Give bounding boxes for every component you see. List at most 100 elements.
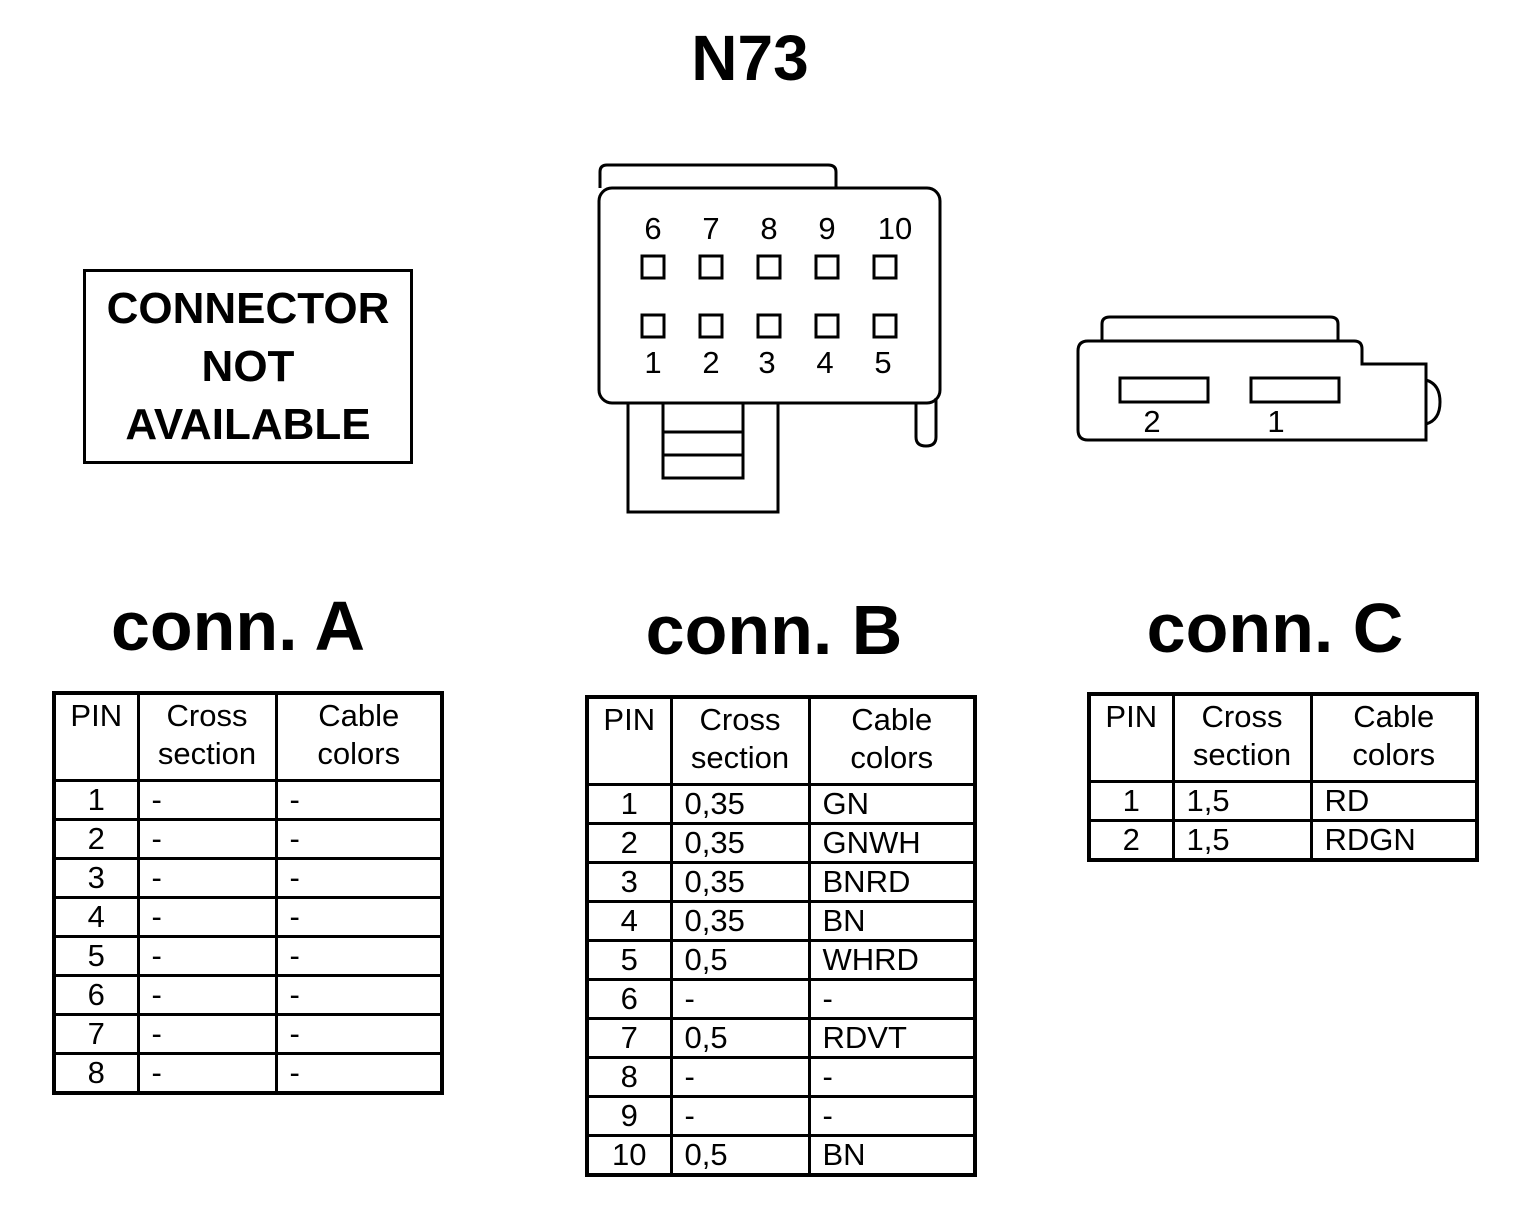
pin-cell: 8 [585, 1056, 673, 1098]
table-row: 8-- [585, 1056, 977, 1098]
pin-label-3: 3 [758, 345, 775, 380]
cable-color-cell: - [274, 1052, 444, 1095]
cross-section-cell: - [136, 1052, 278, 1095]
connector-b-pin-squares [640, 254, 898, 339]
connector-c-slot-labels: 2 1 [1143, 404, 1284, 439]
cross-section-cell: - [669, 978, 811, 1020]
table-row: 6-- [585, 978, 977, 1020]
pin-cell: 3 [52, 857, 140, 899]
cross-section-cell: 0,5 [669, 1017, 811, 1059]
cable-color-cell: - [807, 1095, 977, 1137]
cable-color-cell: - [274, 935, 444, 977]
slot-label-1: 1 [1267, 404, 1284, 439]
pin-label-4: 4 [816, 345, 833, 380]
cable-color-cell: - [807, 978, 977, 1020]
table-row: 3-- [52, 857, 444, 899]
cross-section-cell: - [136, 779, 278, 821]
cross-section-cell: 1,5 [1171, 780, 1313, 822]
page-title: N73 [691, 22, 809, 94]
pin-cell: 4 [52, 896, 140, 938]
cross-section-cell: - [136, 857, 278, 899]
conn-b-label: conn. B [645, 591, 903, 669]
pin-cell: 4 [585, 900, 673, 942]
cross-section-cell: 0,35 [669, 861, 811, 903]
pin-label-10: 10 [878, 211, 912, 246]
pin-cell: 8 [52, 1052, 140, 1095]
pin-cell: 7 [52, 1013, 140, 1055]
cable-color-cell: - [274, 779, 444, 821]
cable-color-cell: BNRD [807, 861, 977, 903]
cross-section-cell: - [136, 974, 278, 1016]
cable-color-cell: - [274, 857, 444, 899]
cross-section-cell: - [136, 935, 278, 977]
cable-color-cell: RDGN [1309, 819, 1479, 862]
cross-section-cell: - [669, 1056, 811, 1098]
pin-label-7: 7 [702, 211, 719, 246]
conn-a-rows: 1--2--3--4--5--6--7--8-- [52, 779, 444, 1095]
not-available-line-2: NOT [201, 341, 295, 391]
cable-color-cell: - [807, 1056, 977, 1098]
connector-not-available-box: CONNECTOR NOT AVAILABLE [83, 269, 413, 464]
pin-cell: 2 [1087, 819, 1175, 862]
cross-section-cell: 1,5 [1171, 819, 1313, 862]
cross-section-cell: 0,5 [669, 1134, 811, 1177]
cable-color-cell: - [274, 818, 444, 860]
conn-a-label: conn. A [110, 587, 366, 665]
pin-cell: 9 [585, 1095, 673, 1137]
pin-label-9: 9 [818, 211, 835, 246]
pin-cell: 2 [52, 818, 140, 860]
cross-section-cell: - [669, 1095, 811, 1137]
pin-cell: 2 [585, 822, 673, 864]
cable-color-cell: BN [807, 900, 977, 942]
cross-section-cell: 0,5 [669, 939, 811, 981]
pin-cell: 5 [585, 939, 673, 981]
table-row: 4-- [52, 896, 444, 938]
table-row: 7-- [52, 1013, 444, 1055]
pin-label-5: 5 [874, 345, 891, 380]
cable-color-cell: GN [807, 783, 977, 825]
cable-color-cell: WHRD [807, 939, 977, 981]
table-row: 1-- [52, 779, 444, 821]
pin-cell: 1 [1087, 780, 1175, 822]
cross-section-cell: 0,35 [669, 900, 811, 942]
table-row: 8-- [52, 1052, 444, 1095]
slot-label-2: 2 [1143, 404, 1160, 439]
cable-color-cell: - [274, 896, 444, 938]
slot-1 [1249, 376, 1341, 404]
cross-section-cell: 0,35 [669, 822, 811, 864]
not-available-line-3: AVAILABLE [125, 399, 371, 449]
pin-cell: 6 [585, 978, 673, 1020]
connector-b-pin-labels: 6 7 8 9 10 1 2 3 4 5 [644, 211, 912, 380]
conn-c-label: conn. C [1146, 589, 1404, 667]
pin-cell: 5 [52, 935, 140, 977]
cable-color-cell: RD [1309, 780, 1479, 822]
pin-label-2: 2 [702, 345, 719, 380]
cable-color-cell: GNWH [807, 822, 977, 864]
table-row: 9-- [585, 1095, 977, 1137]
cable-color-cell: - [274, 1013, 444, 1055]
pin-cell: 1 [52, 779, 140, 821]
connector-b-drawing [597, 163, 942, 514]
pin-cell: 10 [585, 1134, 673, 1177]
cross-section-cell: 0,35 [669, 783, 811, 825]
connector-c-drawing [1076, 315, 1442, 442]
pin-header: PIN [1087, 692, 1175, 783]
cross-section-cell: - [136, 896, 278, 938]
pin-cell: 6 [52, 974, 140, 1016]
cable-color-cell: RDVT [807, 1017, 977, 1059]
